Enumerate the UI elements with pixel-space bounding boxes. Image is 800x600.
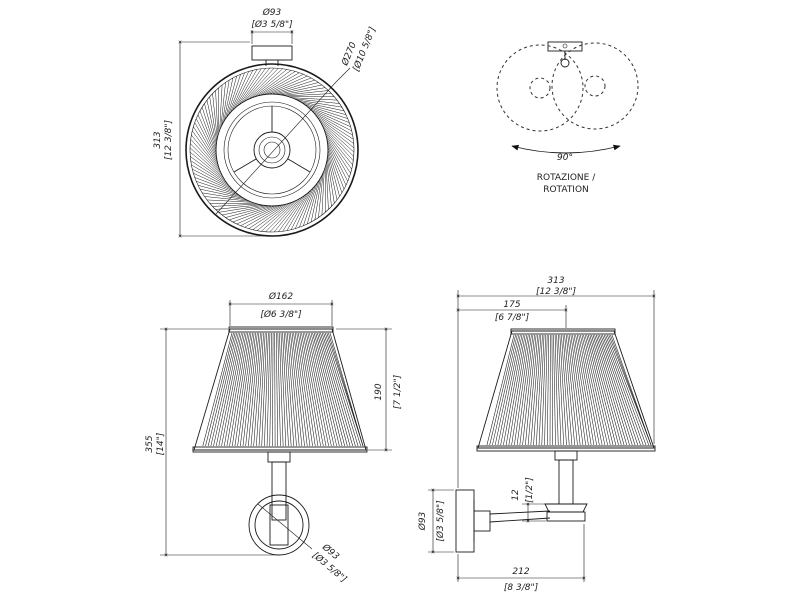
front-shade-top-dia: Ø162	[268, 291, 294, 302]
front-total-height-in: [14"]	[156, 432, 166, 455]
top-height-in: [12 3/8"]	[164, 120, 174, 160]
side-depth-in: [8 3/8"]	[504, 583, 539, 593]
side-stem	[558, 459, 574, 505]
side-plate-dia-in: [Ø3 5/8"]	[435, 500, 446, 542]
top-socket	[253, 131, 291, 169]
side-shade-width-in: [6 7/8"]	[495, 313, 530, 323]
front-shade-top-dia-in: [Ø6 3/8"]	[260, 309, 302, 320]
rotation-mount	[547, 41, 583, 52]
side-view: 313 [12 3/8"] 175 [6 7/8"] 12 [1/2"] Ø93…	[417, 276, 656, 593]
side-wall-plate	[455, 489, 475, 553]
top-shade-outer	[185, 63, 359, 237]
side-shade	[477, 330, 655, 449]
rotation-label-en: ROTATION	[543, 185, 589, 195]
side-depth: 212	[512, 567, 529, 577]
front-shade-pleats	[202, 332, 364, 447]
side-shade-pleats	[486, 334, 652, 446]
rotation-arrow	[511, 144, 621, 154]
top-shade-pleats	[189, 67, 355, 233]
top-plate-dia-in: [Ø3 5/8"]	[251, 19, 293, 30]
side-total-width: 313	[547, 276, 564, 286]
front-total-height: 355	[145, 435, 155, 452]
side-shade-width: 175	[503, 300, 520, 310]
rotation-label-it: ROTAZIONE /	[537, 173, 596, 183]
front-shade-height-in: [7 1/2"]	[393, 374, 403, 409]
side-total-width-in: [12 3/8"]	[536, 287, 576, 297]
rotation-angle: 90°	[557, 153, 573, 163]
rotation-shade-left	[496, 44, 584, 132]
front-view: Ø162 [Ø6 3/8"] 190 [7 1/2"] 355 [14"] Ø9…	[145, 291, 403, 585]
top-height: 313	[153, 131, 163, 148]
rotation-shade-right	[551, 42, 639, 130]
side-arm-height-in: [1/2"]	[525, 477, 535, 503]
side-arm	[489, 510, 551, 515]
top-mount-plate	[251, 45, 293, 61]
front-shade-height: 190	[374, 383, 384, 400]
top-plate-dia: Ø93	[262, 7, 282, 18]
side-plate-dia: Ø93	[417, 511, 428, 531]
rotation-diagram: 90° ROTAZIONE / ROTATION	[496, 41, 639, 195]
top-diameter-line	[215, 81, 337, 215]
front-shade	[193, 328, 367, 451]
front-stem	[271, 461, 287, 521]
side-arm-height: 12	[511, 489, 521, 501]
top-view: Ø93 [Ø3 5/8"] Ø270 [Ø10 5/8"] 313 [12 3/…	[153, 7, 379, 238]
